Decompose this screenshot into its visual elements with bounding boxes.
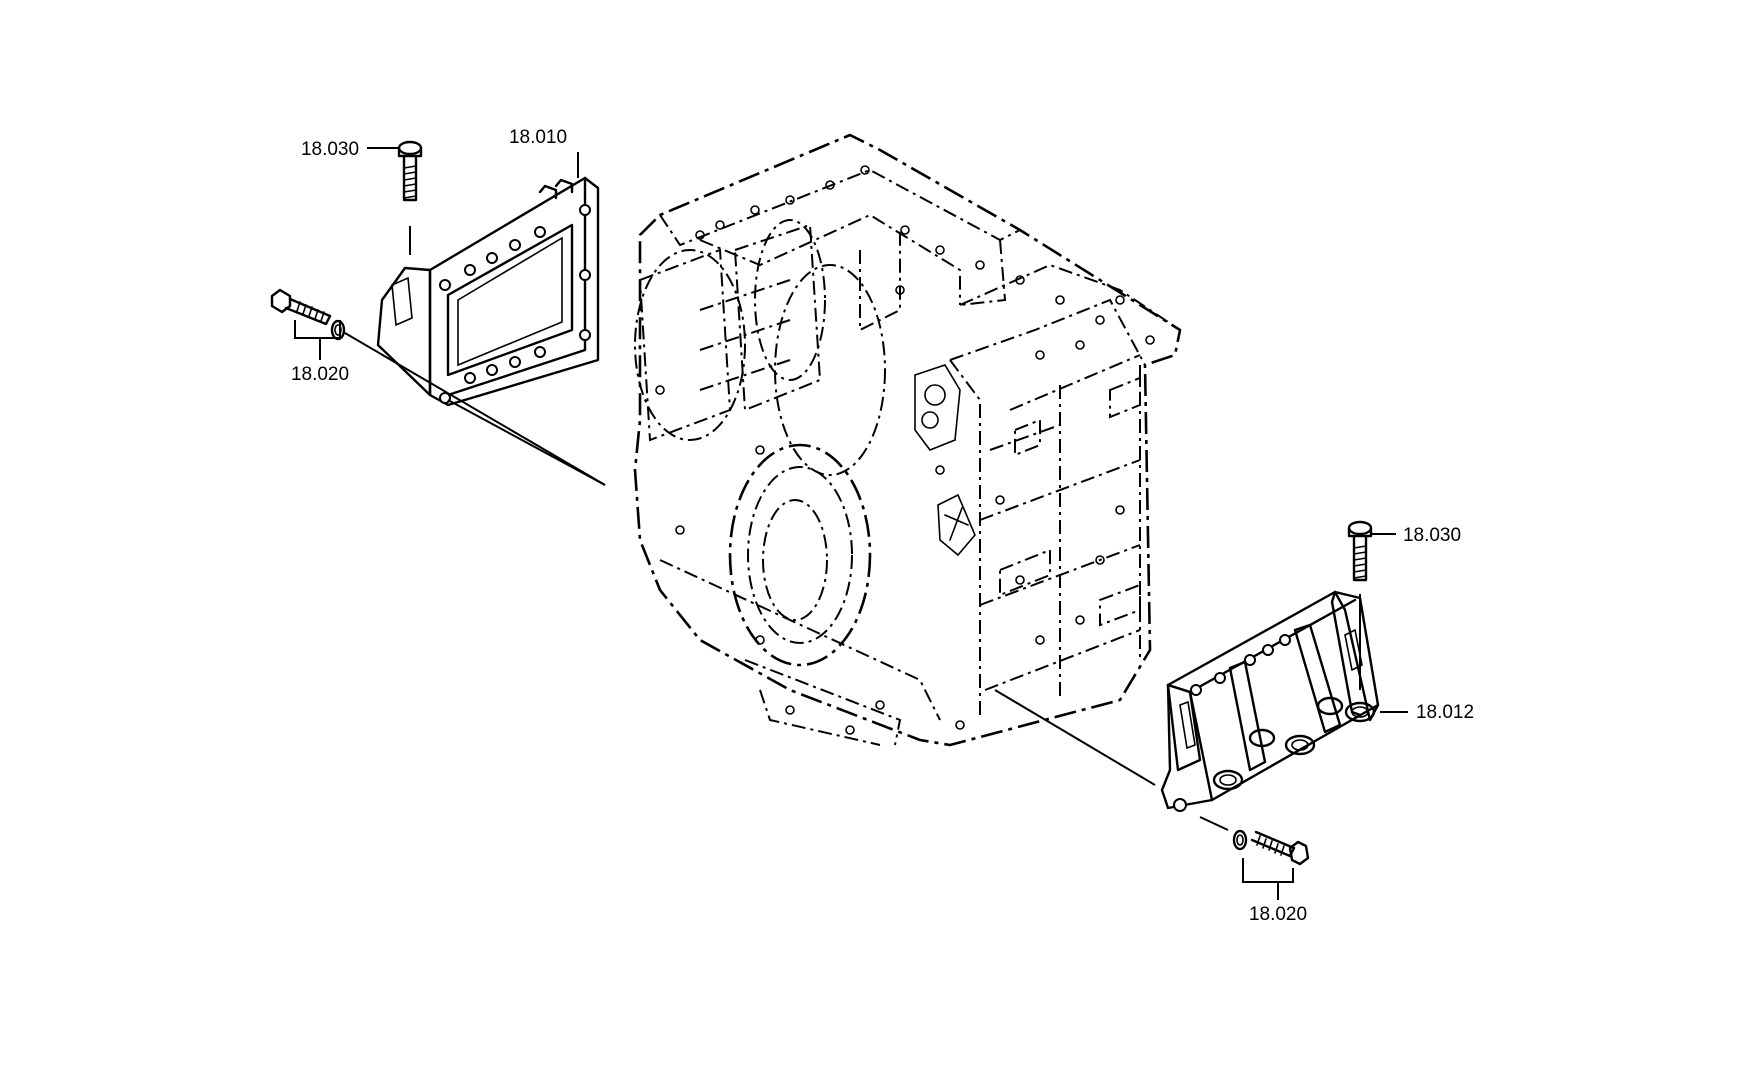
hex-bolt-side-right (994, 689, 1310, 866)
hex-bolt-top-right (1347, 520, 1373, 690)
callout-18012: 18.012 (1380, 702, 1474, 723)
callout-label-bolt-side-right: 18.020 (1249, 904, 1307, 925)
callout-label-bracket-left: 18.010 (509, 127, 567, 148)
callout-label-bracket-right: 18.012 (1416, 702, 1474, 723)
callout-label-bolt-side-left: 18.020 (291, 364, 349, 385)
callout-label-bolt-top-right: 18.030 (1403, 525, 1461, 546)
callout-18030-left: 18.030 (301, 139, 398, 160)
housing-bolt-holes (655, 165, 1155, 735)
mounting-bracket-right (1160, 590, 1380, 812)
callout-18020-right: 18.020 (1242, 858, 1307, 925)
callout-18020-left: 18.020 (291, 320, 349, 385)
transmission-housing (633, 133, 1182, 747)
mounting-bracket-left (376, 176, 600, 407)
callout-18030-right: 18.030 (1372, 525, 1461, 546)
callout-18010: 18.010 (509, 127, 579, 178)
hex-bolt-top-left (397, 140, 423, 255)
callout-label-bolt-top-left: 18.030 (301, 139, 359, 160)
hex-bolt-side-left (270, 288, 606, 486)
